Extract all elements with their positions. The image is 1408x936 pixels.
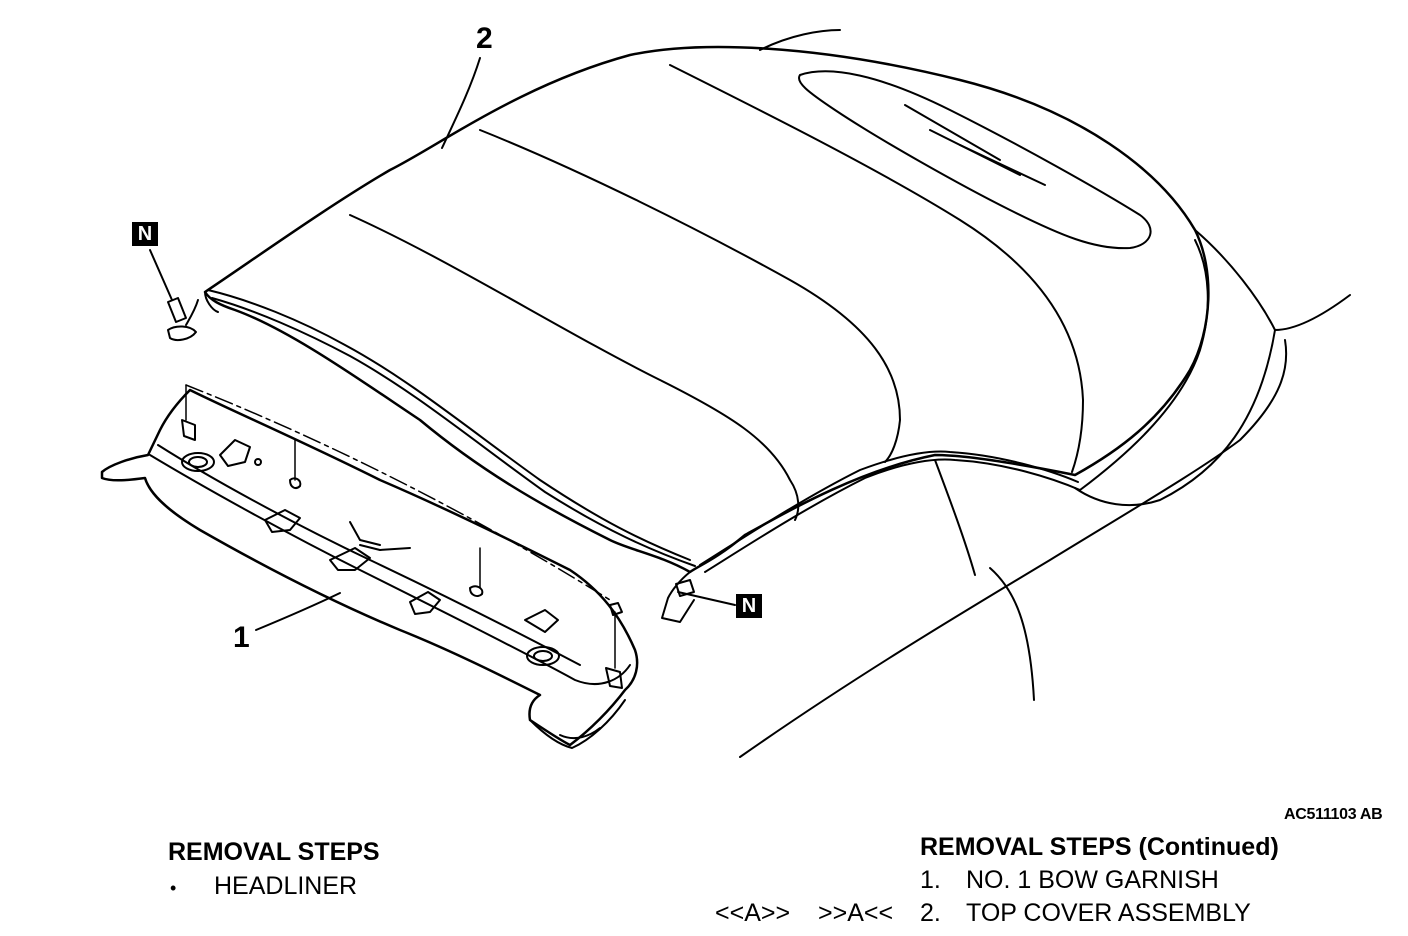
install-ref-a: <<A>> xyxy=(715,899,791,927)
removal-steps-heading: REMOVAL STEPS xyxy=(168,838,380,866)
no1-bow-garnish xyxy=(100,388,639,749)
removal-steps-continued-heading: REMOVAL STEPS (Continued) xyxy=(920,833,1279,861)
right-nut-fastener xyxy=(675,579,736,606)
callout-part-1: 1 xyxy=(233,621,250,654)
step-headliner: HEADLINER xyxy=(214,872,358,900)
nut-badge-right: N xyxy=(736,594,762,618)
callout-part-2: 2 xyxy=(476,22,493,55)
remove-ref-a: >>A<< xyxy=(818,899,894,927)
figure-code: AC511103 AB xyxy=(1284,806,1383,823)
clip-alignment-lines xyxy=(185,384,616,669)
step-number-2: 2. xyxy=(920,899,941,927)
callout-leaders xyxy=(255,57,481,631)
top-cover-assembly xyxy=(185,29,1351,758)
step-bow-garnish: NO. 1 BOW GARNISH xyxy=(966,866,1219,894)
step-number-1: 1. xyxy=(920,866,941,894)
step-bullet: • xyxy=(170,878,177,898)
left-nut-fastener xyxy=(149,249,197,341)
step-top-cover-assembly: TOP COVER ASSEMBLY xyxy=(966,899,1251,927)
top-cover-exploded-view xyxy=(100,29,1351,758)
nut-badge-left: N xyxy=(132,222,158,246)
